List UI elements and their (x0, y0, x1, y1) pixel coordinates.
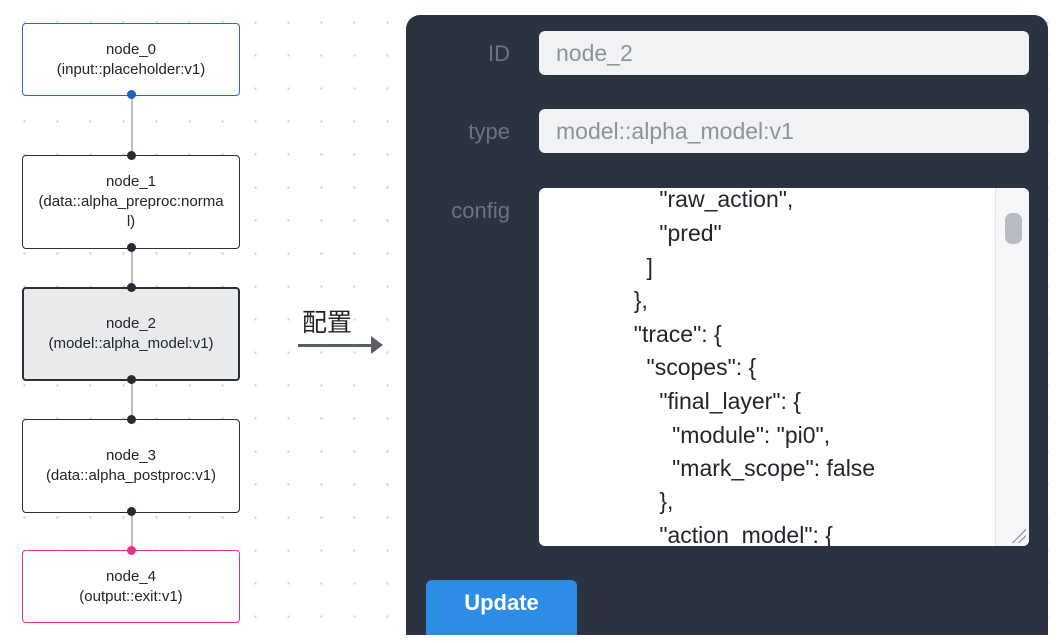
update-button[interactable]: Update (426, 580, 577, 635)
node-name: node_0 (105, 40, 157, 58)
graph-node-3[interactable]: node_3(data::alpha_postproc:v1) (22, 419, 240, 513)
code-line: }, (621, 488, 674, 514)
config-editor[interactable]: "raw_action", "pred" ] }, "trace": { "sc… (539, 188, 1029, 546)
node-4-input-port[interactable] (127, 546, 136, 555)
code-line: "trace": { (621, 321, 722, 347)
id-field[interactable]: node_2 (539, 31, 1029, 75)
graph-node-4[interactable]: node_4(output::exit:v1) (22, 550, 240, 623)
config-code[interactable]: "raw_action", "pred" ] }, "trace": { "sc… (539, 188, 994, 546)
node-3-input-port[interactable] (127, 415, 136, 424)
code-line: "scopes": { (621, 354, 757, 380)
id-label: ID (488, 41, 510, 66)
graph-node-2[interactable]: node_2(model::alpha_model:v1) (22, 287, 240, 381)
node-name: node_3 (105, 447, 157, 464)
graph-node-1[interactable]: node_1(data::alpha_preproc:normal) (22, 155, 240, 249)
node-type: (data::alpha_preproc:normal) (38, 193, 224, 230)
config-scrollbar[interactable] (995, 188, 1029, 546)
code-line: "raw_action", (621, 188, 794, 212)
type-field[interactable]: model::alpha_model:v1 (539, 109, 1029, 153)
configure-label: 配置 (302, 308, 353, 337)
edge-3-4 (131, 512, 133, 551)
code-line: }, (621, 287, 648, 313)
node-1-output-port[interactable] (127, 243, 136, 252)
arrow-head-icon (371, 336, 383, 354)
node-2-output-port[interactable] (127, 375, 136, 384)
node-3-output-port[interactable] (127, 507, 136, 516)
edge-1-2 (131, 248, 133, 288)
node-type: (data::alpha_postproc:v1) (45, 467, 217, 484)
code-line: "final_layer": { (621, 388, 801, 414)
node-2-input-port[interactable] (127, 283, 136, 292)
arrow-right-icon (298, 344, 372, 347)
resize-handle-icon[interactable] (1012, 529, 1026, 543)
config-panel: ID node_2 type model::alpha_model:v1 con… (406, 15, 1048, 635)
config-label: config (451, 198, 510, 223)
node-name: node_4 (105, 567, 157, 585)
scrollbar-thumb[interactable] (1005, 213, 1022, 244)
graph-node-0[interactable]: node_0(input::placeholder:v1) (22, 23, 240, 96)
edge-0-1 (131, 95, 133, 155)
graph-canvas[interactable]: node_0(input::placeholder:v1) node_1(dat… (0, 0, 400, 643)
code-line: ] (621, 254, 653, 280)
code-line: "mark_scope": false (621, 455, 876, 481)
code-line: "pred" (621, 220, 722, 246)
node-0-output-port[interactable] (127, 90, 136, 99)
node-type: (output::exit:v1) (79, 587, 183, 605)
node-type: (input::placeholder:v1) (56, 60, 206, 78)
type-label: type (468, 119, 510, 144)
code-line: "action_model": { (621, 522, 833, 546)
node-name: node_2 (105, 315, 157, 332)
node-name: node_1 (105, 173, 157, 190)
node-1-input-port[interactable] (127, 151, 136, 160)
code-line: "module": "pi0", (621, 422, 831, 448)
node-type: (model::alpha_model:v1) (48, 335, 214, 352)
edge-2-3 (131, 380, 133, 420)
